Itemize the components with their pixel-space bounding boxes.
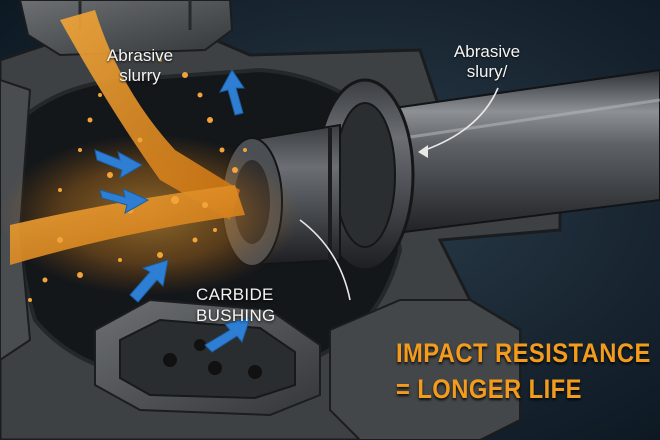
- callout-arrowhead: [418, 145, 428, 158]
- lower-housing: [329, 299, 521, 440]
- slurry-label-right: Abrasive slury/: [432, 42, 542, 82]
- flow-arrow-right-icon: [94, 149, 144, 180]
- base-recess: [119, 318, 296, 400]
- headline-line1: IMPACT RESISTANCE: [396, 338, 651, 368]
- slurry-label-left-line2: slurry: [119, 66, 161, 85]
- flow-arrow-diagonal-icon: [204, 317, 251, 353]
- headline: IMPACT RESISTANCE = LONGER LIFE: [396, 336, 651, 406]
- flow-arrow-up-right-icon: [129, 259, 169, 303]
- bushing-label-line1: CARBIDE: [196, 285, 274, 304]
- headline-line2: = LONGER LIFE: [396, 374, 582, 404]
- bolt-hole: [248, 365, 262, 379]
- slurry-label-left-line1: Abrasive: [106, 46, 174, 65]
- bolt-hole: [194, 339, 206, 351]
- slurry-stream-top: [60, 10, 240, 220]
- slurry-label-right-line2: slury/: [466, 62, 508, 81]
- seal-collar-inner: [334, 102, 396, 248]
- bushing-label: CARBIDE BUSHING: [196, 284, 306, 326]
- shaft-highlight: [389, 98, 660, 142]
- bushing-label-line2: BUSHING: [196, 306, 276, 325]
- slurry-stream-left: [10, 185, 245, 265]
- callout-line-bushing: [299, 219, 351, 301]
- flow-arrows: [94, 69, 251, 353]
- bolt-hole: [163, 353, 177, 367]
- callout-line-right: [424, 87, 499, 151]
- flow-arrow-right-icon: [99, 188, 150, 215]
- slurry-label-left: Abrasive slurry: [92, 46, 188, 86]
- flow-arrow-up-icon: [219, 69, 245, 116]
- bolt-hole: [208, 361, 222, 375]
- slurry-label-right-line1: Abrasive: [453, 42, 521, 61]
